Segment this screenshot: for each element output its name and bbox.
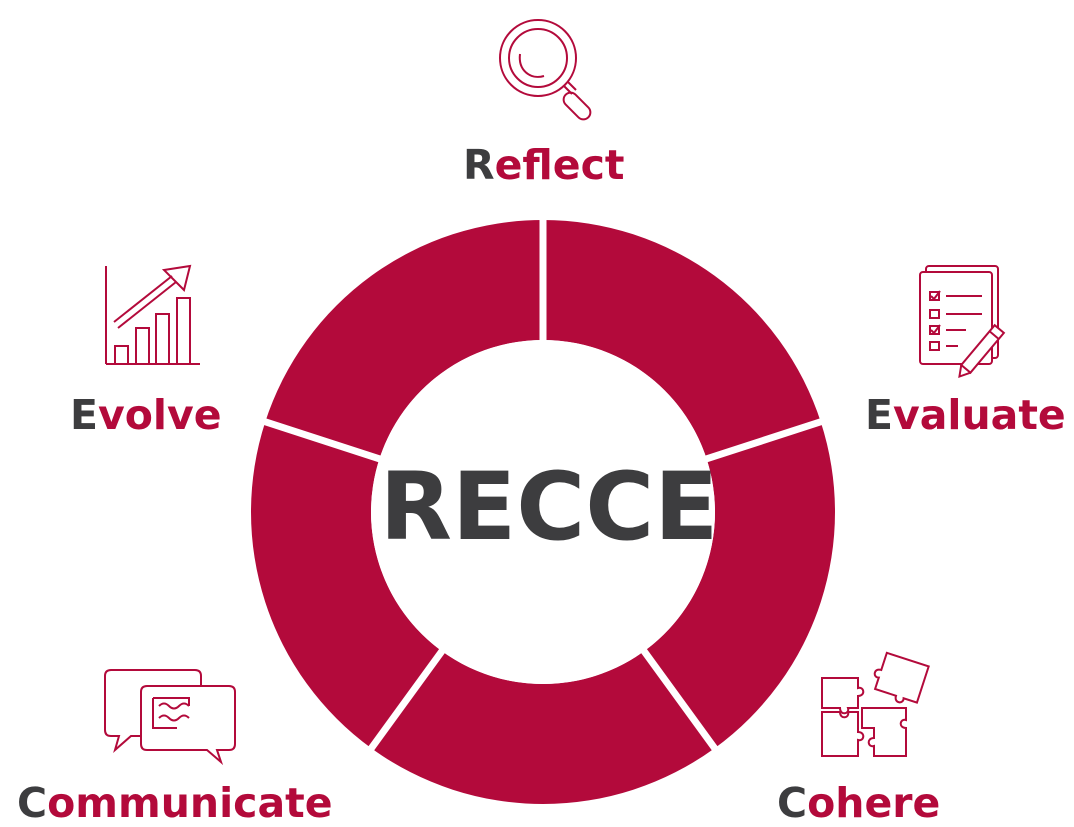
cycle-ring [251, 214, 835, 805]
ring-divider [701, 416, 828, 464]
step-label-evaluate: Evaluate [865, 395, 1066, 436]
ring-segment-communicate [251, 421, 442, 749]
step-label-evolve-rest: volve [98, 391, 222, 439]
ring-divider [258, 416, 385, 464]
step-label-reflect-rest: eflect [494, 141, 625, 189]
growth-bar-chart-icon [100, 262, 205, 370]
step-label-evolve: Evolve [70, 395, 222, 436]
step-label-communicate-initial: C [17, 779, 48, 827]
ring-segment-reflect [543, 220, 821, 459]
ring-inner-circle [371, 340, 715, 684]
ring-divider [365, 645, 448, 756]
step-label-evolve-initial: E [70, 391, 99, 439]
step-label-communicate-rest: ommunicate [47, 779, 333, 827]
step-label-evaluate-rest: valuate [893, 391, 1066, 439]
ring-divider [638, 645, 721, 756]
speech-bubbles-icon [103, 666, 243, 766]
ring-segment-cohere [371, 651, 715, 805]
step-label-evaluate-initial: E [865, 391, 894, 439]
step-label-communicate: Communicate [17, 783, 333, 824]
ring-segment-evaluate [644, 421, 835, 749]
magnifying-glass-icon [490, 10, 610, 130]
ring-segment-evolve [265, 220, 543, 459]
step-label-cohere: Cohere [777, 783, 940, 824]
checklist-with-pencil-icon [918, 262, 1018, 382]
diagram-center-title: RECCE [379, 453, 719, 562]
step-label-cohere-initial: C [777, 779, 808, 827]
puzzle-pieces-icon [818, 651, 933, 762]
step-label-reflect-initial: R [463, 141, 495, 189]
step-label-reflect: Reflect [463, 145, 625, 186]
step-label-cohere-rest: ohere [807, 779, 941, 827]
